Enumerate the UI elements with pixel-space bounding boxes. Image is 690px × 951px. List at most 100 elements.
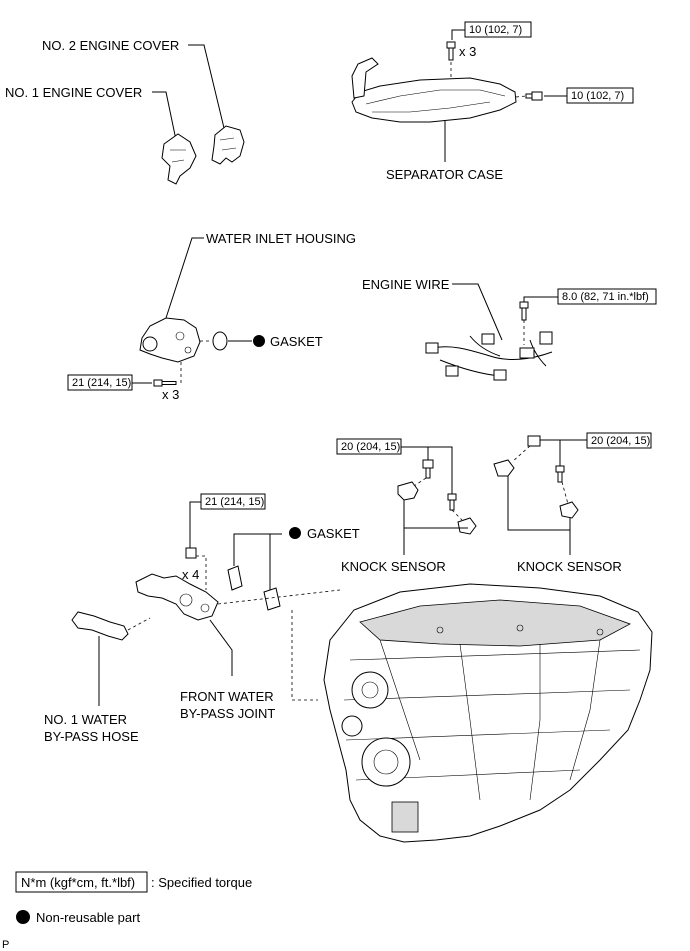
front-water-bypass-joint-part [135,573,219,621]
bolt-icon-knock-left-b [447,493,457,511]
knock-sensor-left-a-part [397,481,419,501]
no2-engine-cover-group: NO. 2 ENGINE COVER [42,38,245,165]
bolt-icon-separator-right [525,91,543,101]
no2-engine-cover-part [211,125,245,165]
gasket-oring-part [212,331,228,351]
legend-torque-unit: N*m (kgf*cm, ft.*lbf) [21,875,135,890]
engine-wire-group: ENGINE WIRE 8.0 (82, 71 in.*lbf) [362,277,657,381]
legend-non-reusable-icon [16,910,30,924]
leader-bypass-joint [209,619,233,676]
qty-housing-bolts: x 3 [162,387,179,402]
leader-torque-knock-left-b [401,446,453,494]
nut-icon-bypass-joint [185,547,197,559]
leader-water-inlet-housing [165,237,204,319]
engine-head-top [359,599,631,647]
bolt-icon-knock-right-a [527,435,541,447]
bolt-icon-knock-left-a [422,459,434,479]
bolt-icon-knock-right-b [555,465,565,483]
engine-assembly [323,583,653,843]
label-gasket-bypass: GASKET [307,526,360,541]
leader-torque-knock-right-b [559,439,587,466]
bolt-icon-housing [153,379,177,387]
label-bypass-hose-1: NO. 1 WATER [44,712,127,727]
torque-separator-right: 10 (102, 7) [571,90,624,102]
non-reusable-icon-housing-gasket [253,335,265,347]
leader-gasket-bypass-a [233,533,282,566]
label-knock-sensor-left: KNOCK SENSOR [341,559,446,574]
dash-bypass-joint-nut [196,555,207,590]
separator-case-part [351,77,517,123]
separator-hose-part [351,57,379,99]
wire-connector-d [493,369,507,381]
dash-knock-left-a [413,477,427,487]
gasket-bypass-a-part [227,565,243,591]
water-inlet-housing-group: WATER INLET HOUSING GASKET 21 (214, 15) … [67,231,356,402]
knock-sensor-left-b-part [457,517,477,535]
label-bypass-hose-2: BY-PASS HOSE [44,729,139,744]
leader-torque-engine-wire [523,296,558,302]
knock-sensor-left-group: 20 (204, 15) KNOCK SENSOR [336,438,477,574]
label-no1-engine-cover: NO. 1 ENGINE COVER [5,85,142,100]
leader-torque-bypass-joint [189,501,201,548]
dash-knock-right-a [511,445,531,463]
dash-gasket-to-engine [291,610,318,701]
no2-cover-detail [219,137,237,151]
engine-ribs [379,639,601,801]
bypass-joint-port [179,593,193,607]
legend-torque-box [15,871,148,893]
inlet-housing-hole-b [184,346,192,354]
engine-idler-pulley [341,715,363,737]
dash-knock-left-b [451,509,463,521]
torque-knock-left: 20 (204, 15) [341,441,400,453]
leader-no2-engine-cover [188,44,225,129]
engine-seams [343,649,641,781]
engine-bolt-c [596,628,604,636]
label-knock-sensor-right: KNOCK SENSOR [517,559,622,574]
wire-connector-f [539,331,553,345]
engine-bracket [391,801,419,833]
separator-case-group: 10 (102, 7) x 3 10 (102, 7) SEPARATOR CA… [351,21,634,182]
engine-pulley-upper-hub [361,681,379,699]
bypass-joint-hole [200,603,210,613]
legend-torque-desc: : Specified torque [151,875,252,890]
wire-connector-e [519,347,535,359]
front-water-bypass-joint-group: 21 (214, 15) x 4 FRONT WATER BY-PASS JOI… [135,493,360,721]
figure-code: P [2,939,9,951]
bolt-icon-engine-wire [519,301,529,321]
dash-joint-to-engine [217,589,341,605]
engine-wire-harness [431,335,553,377]
label-engine-wire: ENGINE WIRE [362,277,450,292]
no1-water-bypass-hose-part [71,611,129,641]
torque-separator-top: 10 (102, 7) [469,24,522,36]
leader-engine-wire [452,283,503,341]
leader-torque-separator-top [451,29,465,40]
qty-bypass-nuts: x 4 [182,567,199,582]
torque-housing: 21 (214, 15) [72,377,131,389]
dash-separator-right-bolt [515,95,527,98]
inlet-housing-hole-a [175,331,185,341]
label-bypass-joint-2: BY-PASS JOINT [180,706,275,721]
bolt-icon-separator-top [446,41,456,61]
engine-pulley-upper [351,671,389,709]
torque-knock-right: 20 (204, 15) [591,435,650,447]
legend: N*m (kgf*cm, ft.*lbf) : Specified torque… [2,871,252,951]
non-reusable-icon-bypass-gasket [289,527,301,539]
separator-case-detail [365,89,506,113]
label-no2-engine-cover: NO. 2 ENGINE COVER [42,38,179,53]
no1-water-bypass-hose-group: NO. 1 WATER BY-PASS HOSE [44,611,151,744]
knock-sensor-right-group: 20 (204, 15) KNOCK SENSOR [493,432,652,574]
no1-engine-cover-group: NO. 1 ENGINE COVER [5,85,197,185]
leader-no1-engine-cover [152,91,177,141]
inlet-housing-port [142,336,158,352]
gasket-bypass-b-part [263,587,281,611]
engine-bolt-b [516,624,524,632]
label-bypass-joint-1: FRONT WATER [180,689,274,704]
label-gasket-housing: GASKET [270,334,323,349]
knock-sensor-right-b-part [559,501,579,519]
engine-crank-pulley-hub [373,749,399,775]
no1-cover-detail [170,149,186,163]
engine-crank-pulley [361,737,411,787]
wire-connector-b [445,365,459,377]
wire-connector-a [425,342,439,354]
